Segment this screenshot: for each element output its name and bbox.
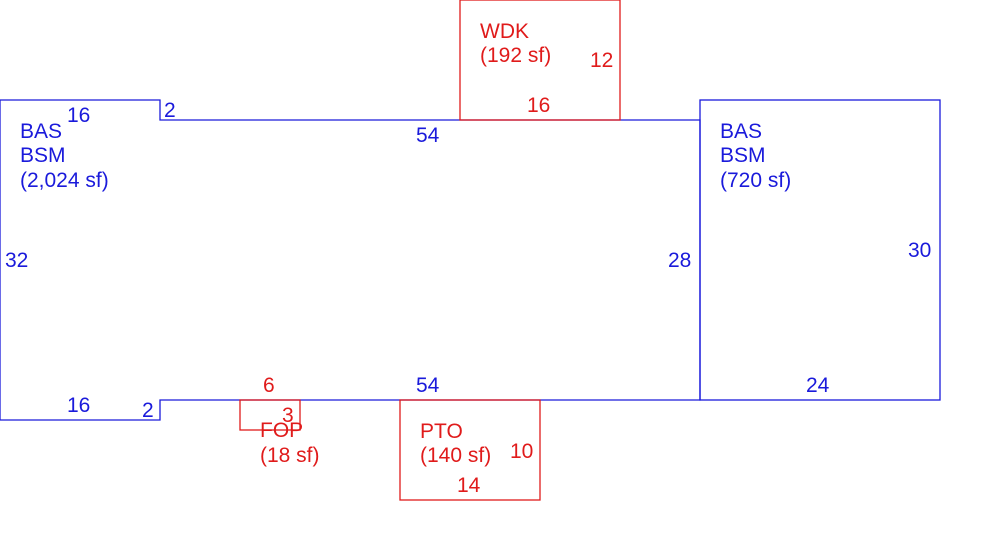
dim-left-top-step: 2 [164, 99, 176, 122]
right-main-label-line2: BSM [720, 144, 766, 167]
dim-right-side: 30 [908, 239, 931, 262]
dim-fop-depth: 3 [282, 404, 294, 427]
dim-left-top: 16 [67, 104, 90, 127]
left-main-label-line2: BSM [20, 144, 66, 167]
dim-left-bottom-step: 2 [142, 399, 154, 422]
right-section-outline [699, 99, 941, 401]
right-main-label-line1: BAS [720, 120, 762, 143]
left-main-label-line1: BAS [20, 120, 62, 143]
dim-pto-bottom: 14 [457, 474, 481, 497]
pto-area: (140 sf) [420, 444, 491, 467]
left-section-outline [0, 99, 701, 421]
wdk-outline [459, 0, 621, 121]
right-main-area: (720 sf) [720, 169, 791, 192]
wdk-label: WDK [480, 20, 529, 43]
pto-outline [399, 399, 541, 501]
fop-label: FOP [260, 419, 303, 442]
dim-main-bottom: 54 [416, 374, 440, 397]
dim-fop-width: 6 [263, 374, 275, 397]
fop-outline [239, 399, 301, 431]
pto-label: PTO [420, 420, 463, 443]
dim-wdk-bottom: 16 [527, 94, 550, 117]
dim-left-side: 32 [5, 249, 28, 272]
dim-middle-wall: 28 [668, 249, 691, 272]
dim-left-bottom: 16 [67, 394, 90, 417]
fop-area: (18 sf) [260, 444, 320, 467]
dim-main-top: 54 [416, 124, 440, 147]
left-main-area: (2,024 sf) [20, 169, 109, 192]
wdk-area: (192 sf) [480, 44, 551, 67]
dim-wdk-side: 12 [590, 49, 613, 72]
dim-pto-side: 10 [510, 440, 533, 463]
dim-right-bottom: 24 [806, 374, 830, 397]
